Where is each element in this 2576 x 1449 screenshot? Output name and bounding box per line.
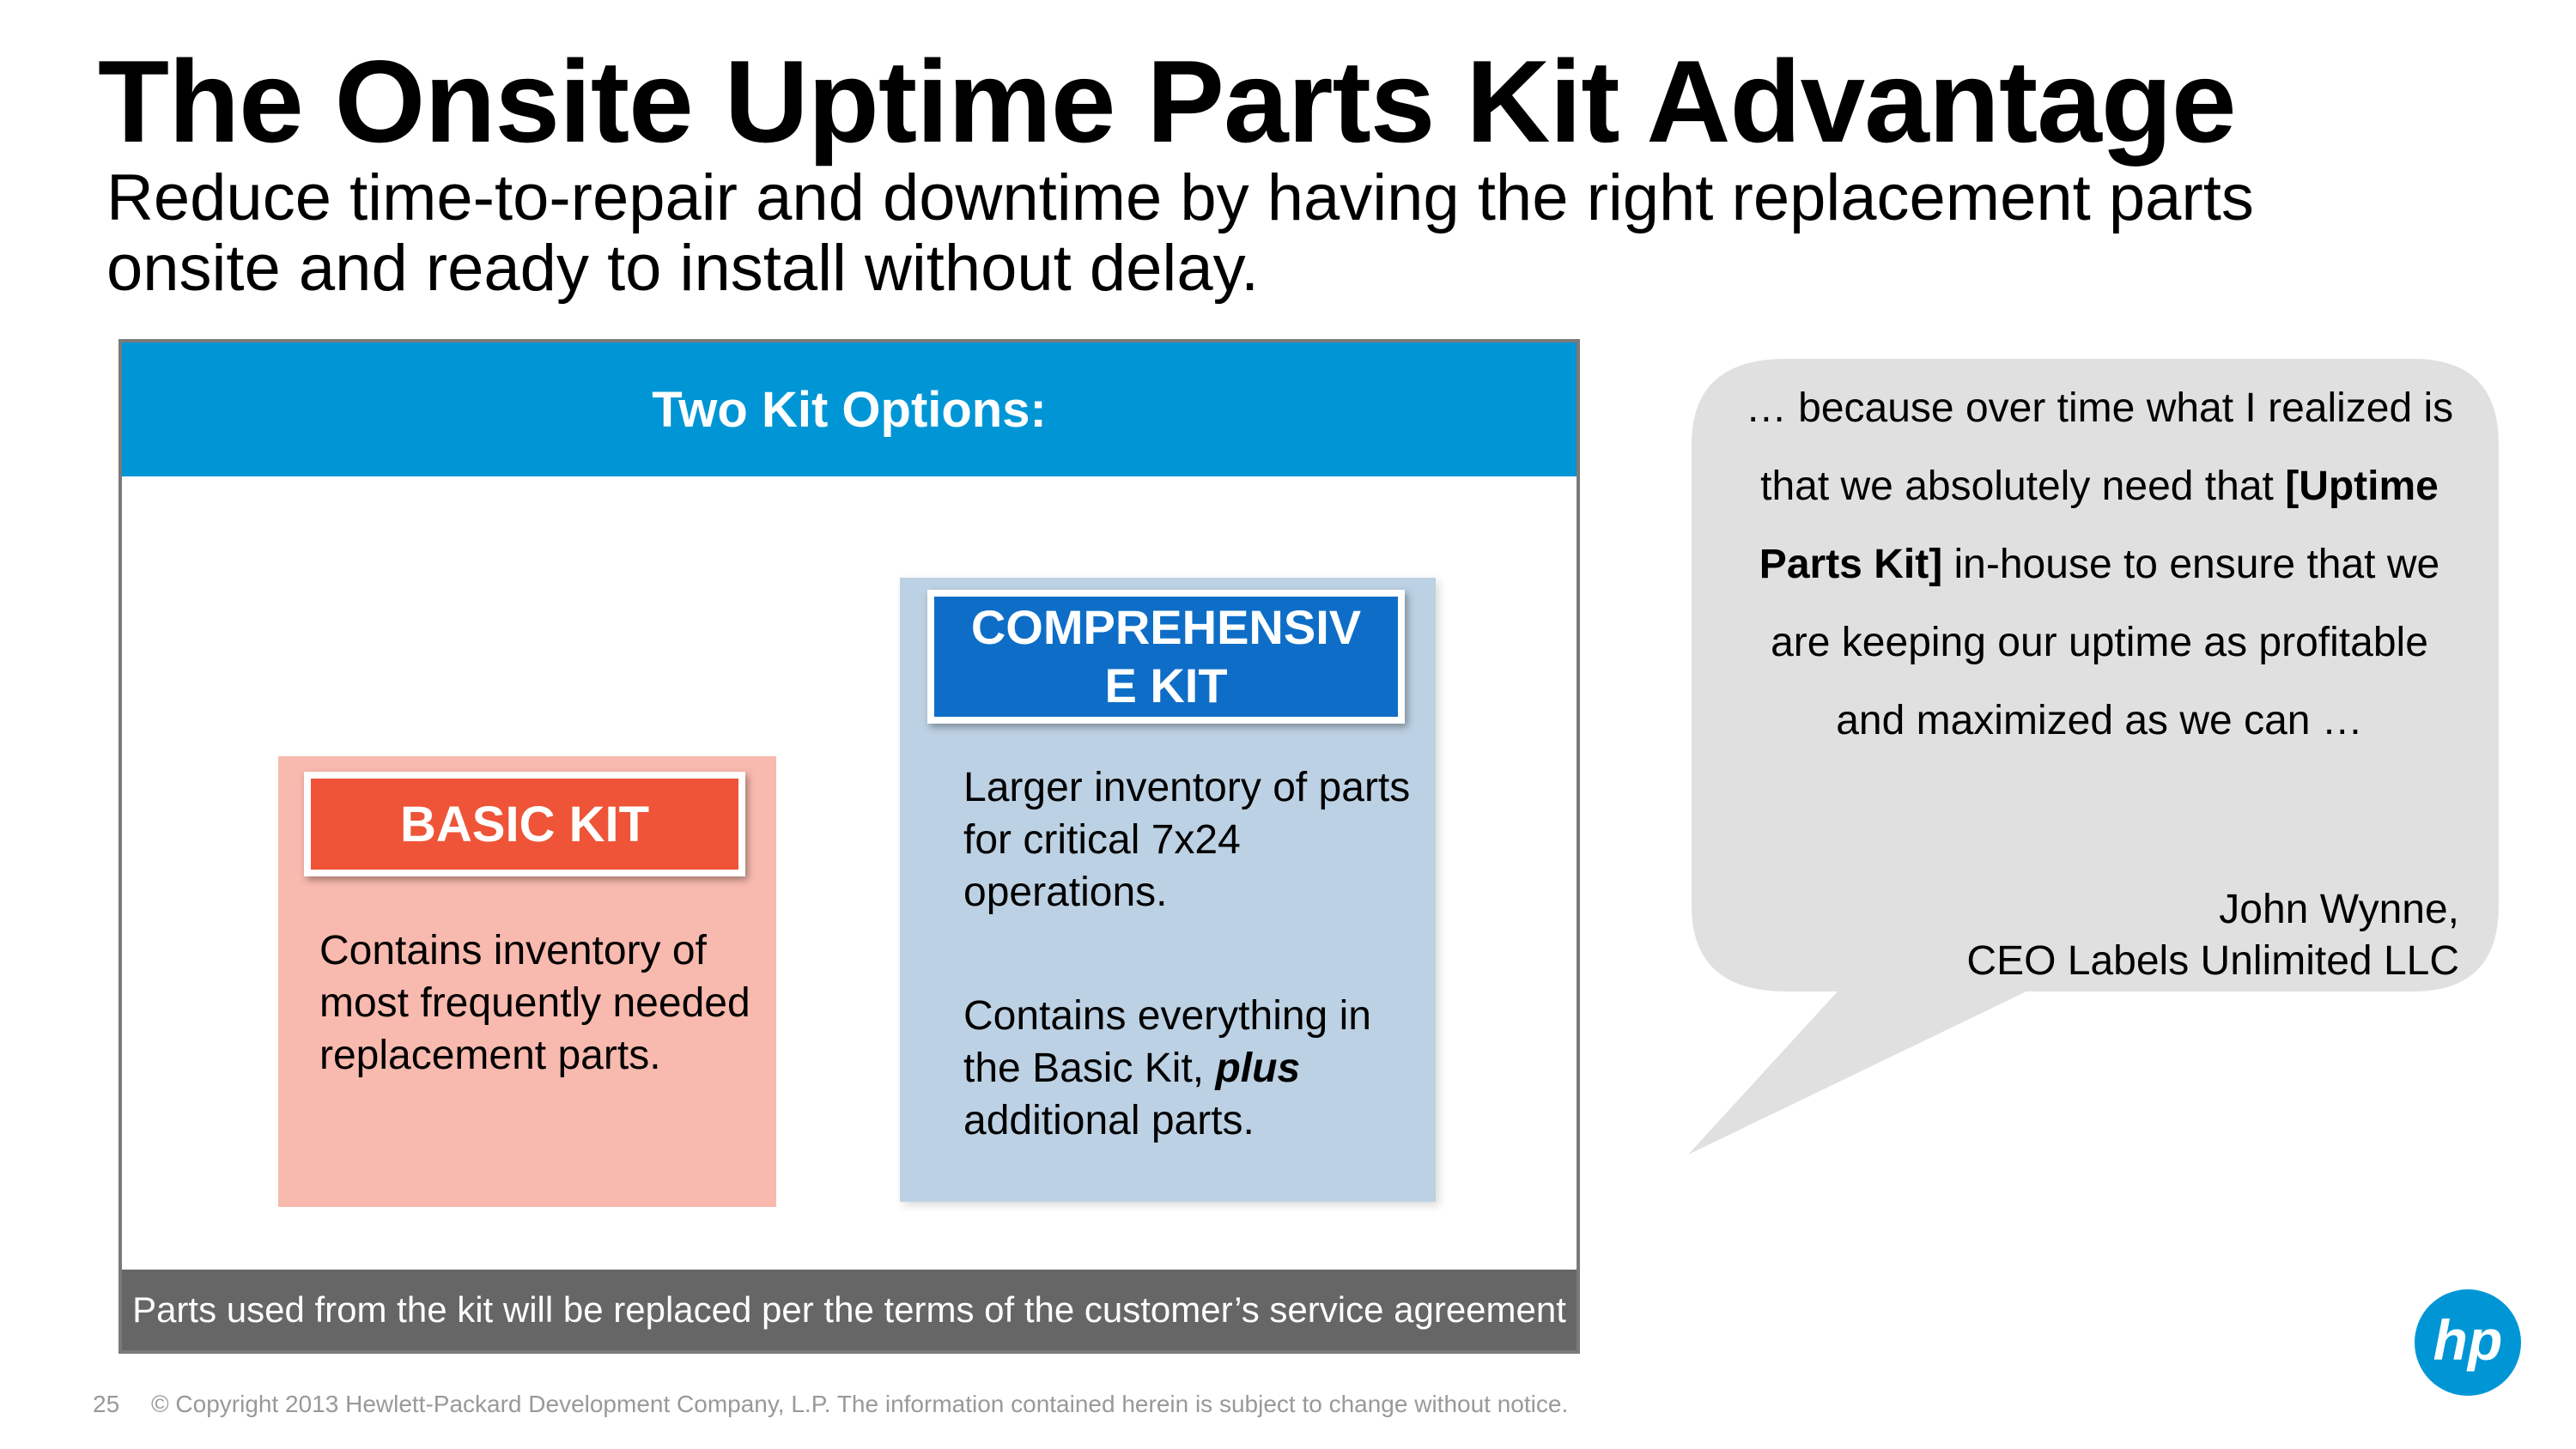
quote-attribution: John Wynne, CEO Labels Unlimited LLC [1772, 884, 2459, 987]
comprehensive-kit-plus-emphasis: plus [1215, 1046, 1301, 1091]
comprehensive-kit-plus-suffix: additional parts. [963, 1098, 1255, 1143]
page-number: 25 [93, 1391, 120, 1417]
comprehensive-kit-plus-prefix: Contains everything in the Basic Kit, [963, 993, 1371, 1091]
comprehensive-kit-label: COMPREHENSIV E KIT [927, 590, 1405, 724]
hp-logo-icon: hp [2415, 1289, 2521, 1396]
quote-emphasis: [Uptime Parts Kit] [1759, 464, 2439, 587]
comprehensive-kit-card: COMPREHENSIV E KIT Larger inventory of p… [900, 578, 1436, 1202]
copyright-notice: © Copyright 2013 Hewlett-Packard Develop… [151, 1391, 1569, 1417]
quote-author: John Wynne, [2219, 887, 2459, 932]
quote-prefix: … because over time what I realized is t… [1745, 385, 2454, 509]
kit-options-panel: Two Kit Options: BASIC KIT Contains inve… [118, 339, 1580, 1354]
basic-kit-description: Contains inventory of most frequently ne… [319, 928, 750, 1078]
panel-footer: Parts used from the kit will be replaced… [122, 1270, 1577, 1350]
quote-bubble-shape [1688, 359, 2499, 1155]
quote-author-title: CEO Labels Unlimited LLC [1966, 938, 2459, 984]
comprehensive-kit-label-line1: COMPREHENSIV [970, 600, 1362, 654]
hp-logo-text: hp [2433, 1308, 2503, 1372]
quote-suffix: in-house to ensure that we are keeping o… [1771, 542, 2440, 743]
slide-subtitle: Reduce time-to-repair and downtime by ha… [106, 161, 2254, 305]
panel-header: Two Kit Options: [122, 343, 1577, 476]
comprehensive-kit-description-plus: Contains everything in the Basic Kit, pl… [963, 990, 1427, 1147]
basic-kit-card: BASIC KIT Contains inventory of most fre… [278, 756, 776, 1207]
customer-quote: … because over time what I realized is t… [1735, 369, 2464, 760]
comprehensive-kit-label-line2: E KIT [1104, 658, 1228, 712]
quote-bubble: … because over time what I realized is t… [1683, 352, 2516, 1167]
slide-title: The Onsite Uptime Parts Kit Advantage [98, 36, 2237, 167]
basic-kit-label: BASIC KIT [304, 772, 745, 876]
comprehensive-kit-description: Larger inventory of parts for critical 7… [963, 765, 1411, 915]
